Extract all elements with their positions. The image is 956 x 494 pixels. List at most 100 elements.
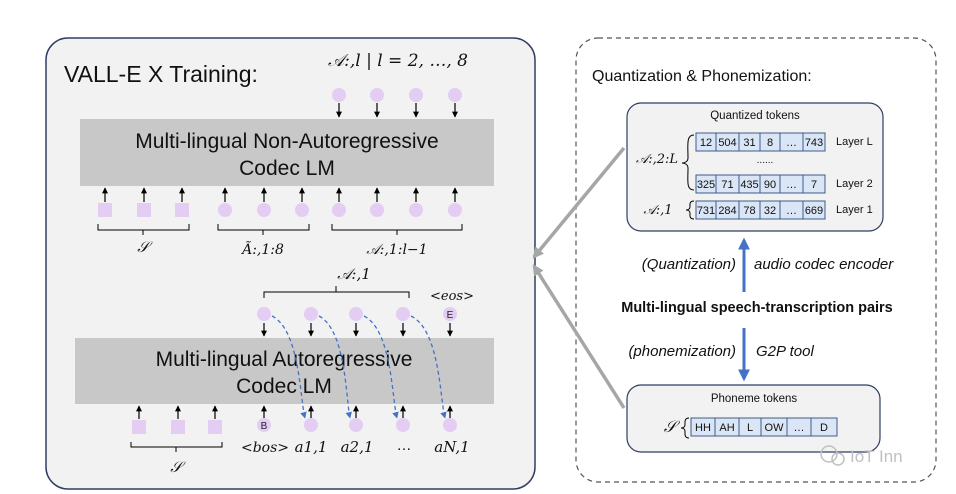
nar-output-token [448, 88, 462, 102]
ar-output-label: 𝒜:,1 [337, 265, 371, 283]
token-cell-value: 284 [718, 205, 736, 217]
token-cell-value: 731 [697, 205, 715, 217]
phoneme-token [175, 203, 189, 217]
ar-output-tokens: E [257, 307, 457, 337]
token-cell-value: 325 [697, 179, 715, 191]
quantization-title: Quantization & Phonemization: [592, 68, 812, 85]
token-cell-value: OW [765, 422, 785, 434]
acoustic-token [332, 203, 346, 217]
chat-icon [820, 445, 838, 463]
token-cell-value: L [747, 422, 753, 434]
brace-2L [681, 134, 695, 191]
nar-output-token [332, 88, 346, 102]
nar-prompt-tokens [218, 187, 309, 217]
phoneme-token [171, 420, 185, 434]
brace-label-1: 𝒜:,1 [643, 203, 672, 218]
layer-2-label: Layer 2 [836, 178, 873, 190]
phoneme-token [137, 203, 151, 217]
g2p-label: G2P tool [756, 343, 814, 360]
prompt-token [218, 203, 232, 217]
aN1-label: aN,1 [434, 438, 469, 456]
ar-input-token [349, 418, 363, 432]
gray-arrow-quantized [532, 146, 626, 259]
brace-label-2L: 𝒜:,2:L [636, 152, 678, 167]
nar-phoneme-tokens [98, 187, 189, 217]
token-cell-value: 71 [721, 179, 733, 191]
training-panel [45, 37, 536, 490]
phoneme-token [132, 420, 146, 434]
brace-1 [685, 200, 695, 220]
ar-input-tokens: B [132, 405, 457, 434]
layer-1-label: Layer 1 [836, 204, 873, 216]
bos-token-letter: B [261, 421, 268, 432]
ar-input-token [396, 418, 410, 432]
layer-L-label: Layer L [836, 136, 873, 148]
nar-model-box [80, 119, 494, 186]
pairs-label: Multi-lingual speech-transcription pairs [621, 300, 893, 316]
ar-output-brace [263, 286, 410, 298]
watermark: IoT Inn [820, 445, 903, 466]
phoneme-token [98, 203, 112, 217]
nar-output-token [370, 88, 384, 102]
ar-model-box [75, 338, 494, 404]
nar-brace-s [97, 224, 190, 235]
token-cell [810, 417, 838, 437]
nar-brace-a [331, 224, 463, 235]
token-cell-value: 8 [767, 137, 773, 149]
nar-brace-tilde [217, 224, 310, 235]
token-cell-value: 435 [740, 179, 758, 191]
ar-model-label-line2: Codec LM [236, 375, 332, 398]
token-cell-value: HH [695, 422, 711, 434]
token-cell-value: 32 [764, 205, 776, 217]
token-cell-value: 504 [718, 137, 736, 149]
ar-model-label-line1: Multi-lingual Autoregressive [156, 348, 413, 371]
eos-label: <eos> [430, 289, 474, 304]
acoustic-token [448, 203, 462, 217]
training-title: VALL-E X Training: [64, 61, 258, 87]
phoneme-tokens-title: Phoneme tokens [711, 393, 798, 405]
ar-output-token [304, 307, 318, 321]
token-cell-value: 90 [764, 179, 776, 191]
phonemization-label: (phonemization) [628, 343, 736, 360]
prompt-token [295, 203, 309, 217]
ar-input-token [304, 418, 318, 432]
eos-token-letter: E [447, 310, 454, 321]
nar-input-tokens [98, 187, 462, 217]
layer-mid-dots: ...... [757, 155, 774, 166]
nar-model-label-line2: Codec LM [239, 157, 335, 180]
phoneme-token [208, 420, 222, 434]
nar-brace-tilde-label: Ã:,1:8 [240, 240, 284, 258]
a21-label: a2,1 [341, 438, 374, 456]
nar-output-token [409, 88, 423, 102]
token-cell-value: 7 [811, 179, 817, 191]
layer-2-row: 325 71 435 90 … 7 [695, 174, 826, 194]
encoder-label: audio codec encoder [754, 256, 894, 273]
nar-output-label: 𝒜:,l | l = 2, …, 8 [328, 51, 468, 71]
acoustic-token [370, 203, 384, 217]
token-cell [802, 200, 826, 220]
nar-output-tokens [332, 88, 462, 118]
phoneme-brace [680, 417, 690, 439]
ar-output-token [396, 307, 410, 321]
token-cell-value: … [786, 179, 797, 191]
acoustic-token [409, 203, 423, 217]
bos-token [257, 418, 271, 432]
watermark-text: IoT Inn [850, 447, 903, 466]
nar-previous-layer-tokens [332, 187, 462, 217]
quantized-tokens-title: Quantized tokens [710, 110, 800, 122]
quantization-label: (Quantization) [642, 256, 736, 273]
bos-label: <bos> [241, 440, 289, 456]
token-cell-value: … [786, 137, 797, 149]
token-cell-value: 743 [805, 137, 823, 149]
ar-input-token [443, 418, 457, 432]
gray-arrow-phoneme [532, 264, 626, 409]
token-cell-value: … [786, 205, 797, 217]
token-cell-value: 31 [743, 137, 755, 149]
token-cell-value: … [794, 422, 805, 434]
ar-brace-s [130, 442, 223, 452]
